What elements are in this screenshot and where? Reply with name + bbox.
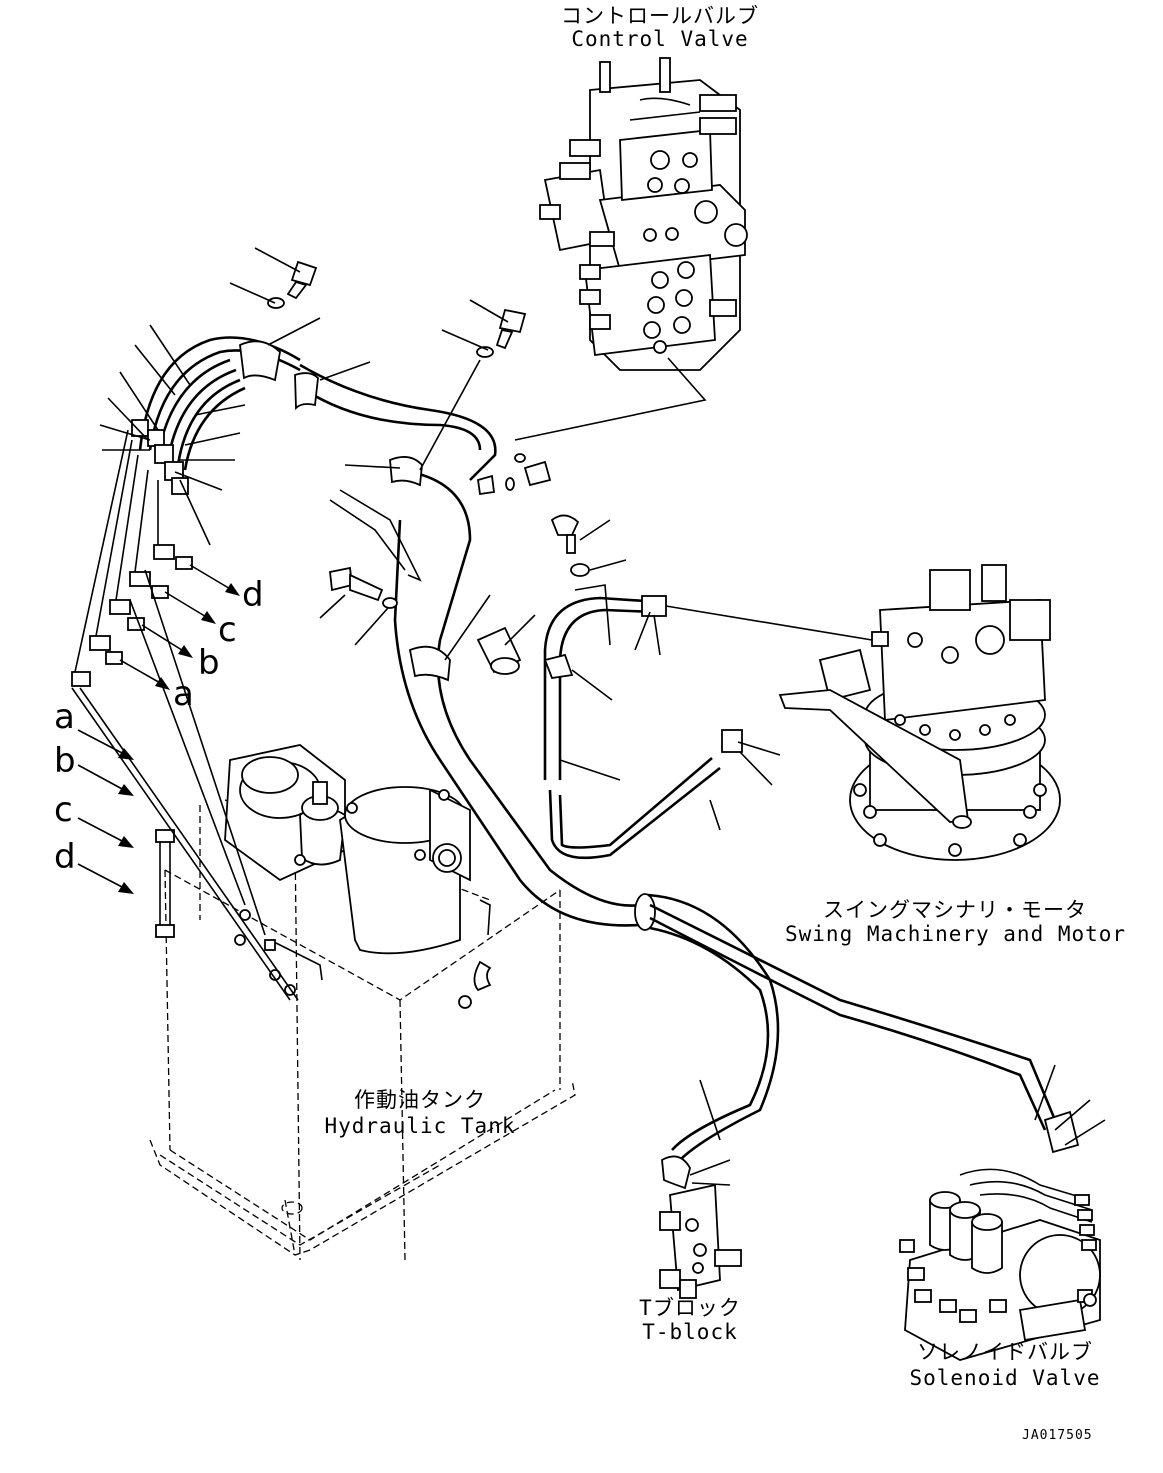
drawing-code: JA017505 [1022,1428,1093,1443]
bolts-washers [267,260,590,609]
hose-end-fittings [71,419,193,687]
marker-lower-b: b [54,741,76,781]
marker-upper-a: a [173,674,194,714]
lower-hoses [634,893,1106,1190]
solenoid-valve-label-jp: ソレノイドバルブ [917,1340,1093,1364]
control-valve-label-jp: コントロールバルブ [561,4,759,28]
callout-leaders [99,247,627,661]
hose-bundle [138,336,641,927]
solenoid-valve-drawing [899,1168,1101,1361]
swing-motor-label-jp: スイングマシナリ・モータ [823,898,1087,922]
marker-upper-c: c [218,610,237,650]
solenoid-valve-label-en: Solenoid Valve [909,1366,1101,1390]
marker-lower-d: d [54,837,76,877]
swing-motor-label-en: Swing Machinery and Motor [785,922,1127,946]
t-block-drawing [659,1183,742,1299]
marker-lower-c: c [54,790,73,830]
hydraulic-tank-label-jp: 作動油タンク [354,1088,486,1112]
marker-lower-a: a [54,697,75,737]
swing-motor-drawing [778,564,1061,861]
hydraulic-tank-drawing [71,569,576,1261]
control-valve-drawing [539,57,748,371]
swing-hoses [543,584,873,860]
marker-upper-d: d [242,575,264,615]
control-valve-label-en: Control Valve [571,27,749,51]
marker-upper-b: b [198,643,220,683]
t-block-label-jp: Tブロック [639,1296,741,1320]
hydraulic-tank-label-en: Hydraulic Tank [324,1114,516,1138]
t-block-label-en: T-block [642,1320,738,1344]
